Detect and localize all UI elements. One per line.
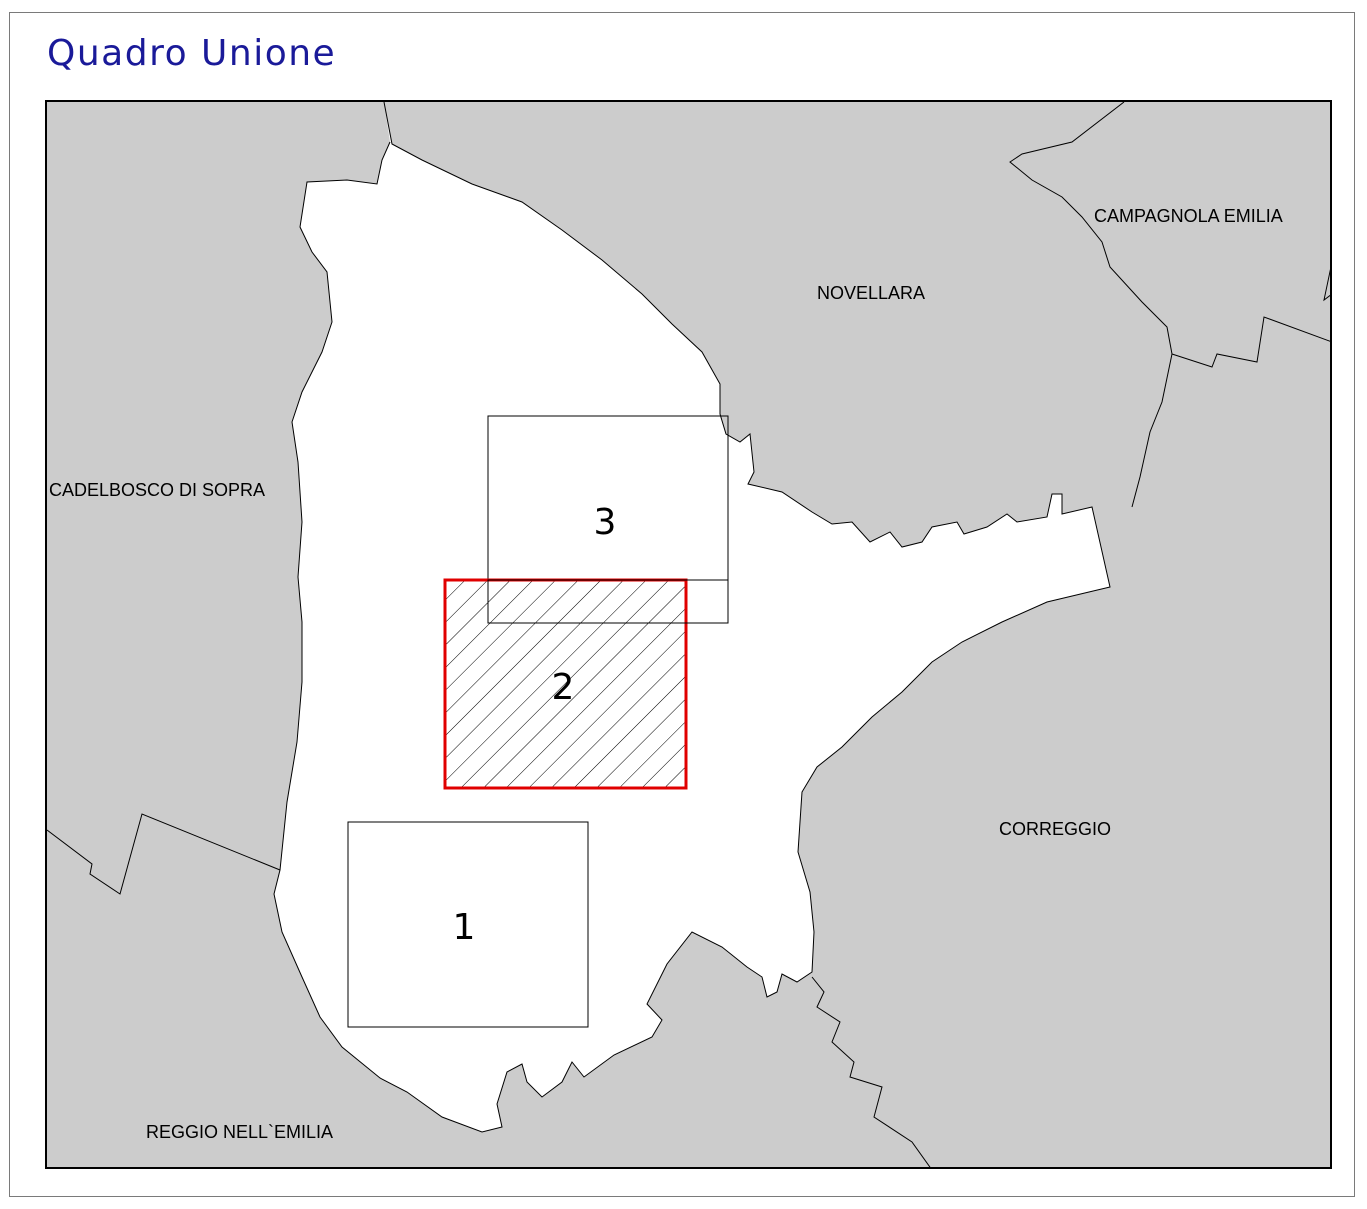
label-novellara: NOVELLARA — [817, 283, 925, 303]
sheet-2-label: 2 — [552, 667, 575, 708]
boundary-campagnola-east — [1323, 269, 1330, 302]
boundary-cadelbosco-reggio — [47, 813, 281, 895]
label-reggio-nell-emilia: REGGIO NELL`EMILIA — [146, 1122, 333, 1142]
sheet-2-hatch — [445, 580, 686, 788]
boundary-campagnola-correggio — [1171, 316, 1330, 368]
boundary-reggio-correggio — [811, 976, 931, 1167]
page-title: Quadro Unione — [47, 33, 337, 74]
map-frame: 3 2 1 CADELBOSCO DI SOPRA NOVELLARA CAMP… — [45, 100, 1332, 1169]
label-campagnola-emilia: CAMPAGNOLA EMILIA — [1094, 206, 1283, 226]
boundary-novellara-campagnola — [1009, 102, 1173, 508]
sheet-1-outline[interactable] — [347, 821, 589, 1028]
label-correggio: CORREGGIO — [999, 819, 1111, 839]
map-canvas: 3 2 1 CADELBOSCO DI SOPRA NOVELLARA CAMP… — [47, 102, 1330, 1167]
sheet-3-label: 3 — [594, 502, 617, 543]
label-cadelbosco-di-sopra: CADELBOSCO DI SOPRA — [49, 480, 265, 500]
sheet-3-outline-overlap — [487, 579, 729, 624]
sheet-1-label: 1 — [453, 907, 476, 948]
page-frame — [9, 12, 1355, 1197]
union-territory — [273, 102, 1111, 1133]
